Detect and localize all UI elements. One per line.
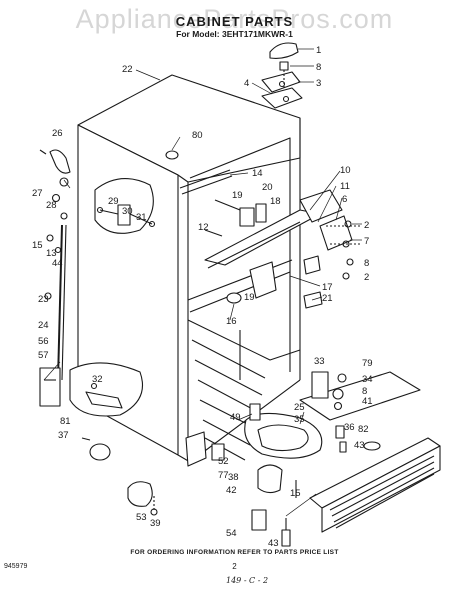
- callout-label-13: 13: [46, 248, 57, 259]
- callout-label-17: 17: [322, 282, 333, 293]
- door-stop-parts: [39, 149, 71, 220]
- page-number: 2: [232, 562, 237, 571]
- callout-label-2: 2: [364, 220, 369, 231]
- callout-label-29: 29: [108, 196, 119, 207]
- callout-label-32: 32: [92, 374, 103, 385]
- callout-label-81: 81: [60, 416, 71, 427]
- callout-label-77: 77: [218, 470, 229, 481]
- bracket-detail: [94, 178, 156, 234]
- callout-label-43: 43: [268, 538, 279, 549]
- interior-bracket: [204, 199, 323, 309]
- callout-label-42: 42: [226, 485, 237, 496]
- callout-label-19: 19: [244, 292, 255, 303]
- callout-label-8: 8: [364, 258, 369, 269]
- callout-label-15: 15: [290, 488, 301, 499]
- callout-label-35: 35: [294, 414, 305, 425]
- callout-label-24: 24: [38, 320, 49, 331]
- document-number: 945979: [4, 563, 28, 570]
- callout-label-41: 41: [362, 396, 373, 407]
- callout-label-30: 30: [122, 206, 133, 217]
- callout-label-53: 53: [136, 512, 147, 523]
- model-subtitle: For Model: 3EHT171MKWR-1: [176, 29, 293, 39]
- callout-label-38: 38: [228, 472, 239, 483]
- callout-label-14: 14: [252, 168, 263, 179]
- hinge-pin-80: [165, 150, 179, 160]
- callout-label-26: 26: [52, 128, 63, 139]
- callout-label-56: 56: [38, 336, 49, 347]
- callout-label-82: 82: [358, 424, 369, 435]
- diagram-title: CABINET PARTS: [175, 14, 294, 29]
- callout-label-57: 57: [38, 350, 49, 361]
- callout-label-10: 10: [340, 165, 351, 176]
- side-rod: [44, 224, 67, 381]
- callout-label-11: 11: [340, 181, 350, 192]
- callout-label-18: 18: [270, 196, 281, 207]
- callout-label-12: 12: [198, 222, 209, 233]
- watermark-text: AppliancePartsPros.com: [75, 4, 394, 34]
- callout-label-79: 79: [362, 358, 373, 369]
- ordering-note: FOR ORDERING INFORMATION REFER TO PARTS …: [130, 549, 339, 556]
- callout-label-15: 15: [32, 240, 43, 251]
- drain-pan: [244, 403, 323, 459]
- callout-label-8: 8: [362, 386, 367, 397]
- front-rollers: [81, 437, 158, 516]
- callout-label-43: 43: [354, 440, 365, 451]
- roller-brackets: [311, 371, 347, 453]
- handwritten-note: 149 - C - 2: [226, 576, 269, 585]
- callout-label-20: 20: [262, 182, 273, 193]
- callout-label-52: 52: [218, 456, 229, 467]
- callout-label-27: 27: [32, 188, 43, 199]
- top-hinge-assembly: [261, 42, 303, 109]
- callout-label-34: 34: [362, 374, 373, 385]
- callout-label-25: 25: [294, 402, 305, 413]
- callout-label-3: 3: [316, 78, 321, 89]
- callout-label-19: 19: [232, 190, 243, 201]
- callout-label-6: 6: [342, 194, 347, 205]
- callout-label-23: 23: [38, 294, 49, 305]
- callout-label-1: 1: [316, 45, 321, 56]
- callout-label-54: 54: [226, 528, 237, 539]
- callout-label-80: 80: [192, 130, 203, 141]
- callout-label-36: 36: [344, 422, 355, 433]
- callout-label-7: 7: [364, 236, 369, 247]
- callout-label-28: 28: [46, 200, 57, 211]
- callout-label-16: 16: [226, 316, 237, 327]
- callout-label-31: 31: [136, 212, 147, 223]
- leveling-parts: [185, 431, 297, 547]
- callout-label-44: 44: [52, 258, 63, 269]
- lower-left-parts: [39, 362, 144, 417]
- callout-label-37: 37: [58, 430, 69, 441]
- callout-label-4: 4: [244, 78, 249, 89]
- callout-label-21: 21: [322, 293, 333, 304]
- callout-label-49: 49: [230, 412, 241, 423]
- callout-label-33: 33: [314, 356, 325, 367]
- callout-label-22: 22: [122, 64, 133, 75]
- base-grille: [299, 371, 441, 533]
- callout-label-8: 8: [316, 62, 321, 73]
- callout-label-39: 39: [150, 518, 161, 529]
- callout-label-2: 2: [364, 272, 369, 283]
